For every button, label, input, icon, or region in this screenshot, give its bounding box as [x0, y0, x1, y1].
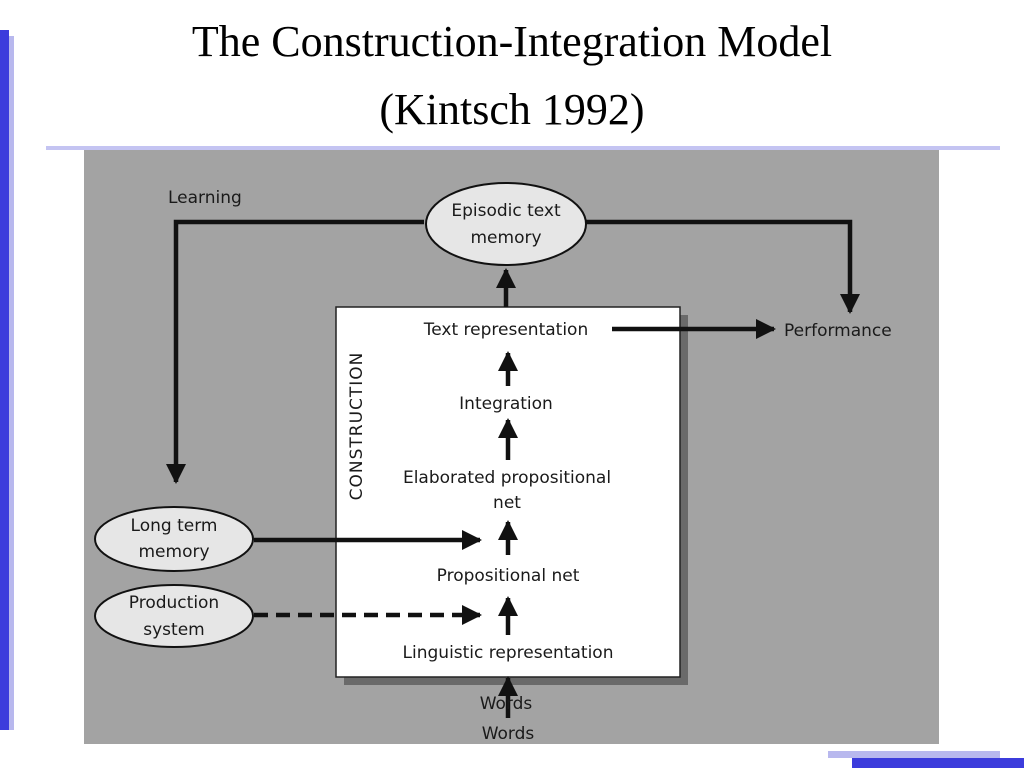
production-label-line2: system	[143, 620, 204, 640]
words-label: Words	[480, 694, 533, 714]
episodic-memory-ellipse	[425, 182, 587, 266]
elaborated-label-line1: Elaborated propositional	[403, 468, 611, 488]
episodic-label-line1: Episodic text	[451, 201, 561, 221]
ci-model-diagram: Episodic text memory Long term memory Pr…	[84, 150, 939, 744]
propositional-net-label: Propositional net	[437, 566, 580, 586]
learning-label: Learning	[168, 188, 242, 208]
learning-arrow	[165, 219, 424, 485]
words-label-bottom: Words	[482, 724, 535, 744]
left-accent-bar	[0, 30, 9, 730]
linguistic-representation-label: Linguistic representation	[403, 643, 614, 663]
long-term-memory-ellipse	[94, 506, 254, 572]
production-system-ellipse	[94, 584, 254, 648]
slide-title-line2: (Kintsch 1992)	[379, 85, 645, 134]
left-accent-shadow	[9, 36, 14, 730]
episodic-label-line2: memory	[470, 228, 541, 248]
long-term-label-line1: Long term	[131, 516, 218, 536]
integration-label: Integration	[459, 394, 553, 414]
bottom-accent-bar	[852, 758, 1024, 768]
episodic-to-performance-arrow	[584, 219, 861, 315]
bottom-accent-shadow	[828, 751, 1000, 758]
title-divider	[46, 146, 1000, 150]
words-label-bg	[476, 720, 540, 744]
text-representation-label: Text representation	[423, 320, 588, 340]
slide-title-line1: The Construction-Integration Model	[191, 17, 833, 66]
performance-label: Performance	[784, 321, 892, 341]
construction-label: CONSTRUCTION	[347, 352, 367, 501]
long-term-label-line2: memory	[138, 542, 209, 562]
production-label-line1: Production	[129, 593, 219, 613]
elaborated-label-line2: net	[493, 493, 521, 513]
